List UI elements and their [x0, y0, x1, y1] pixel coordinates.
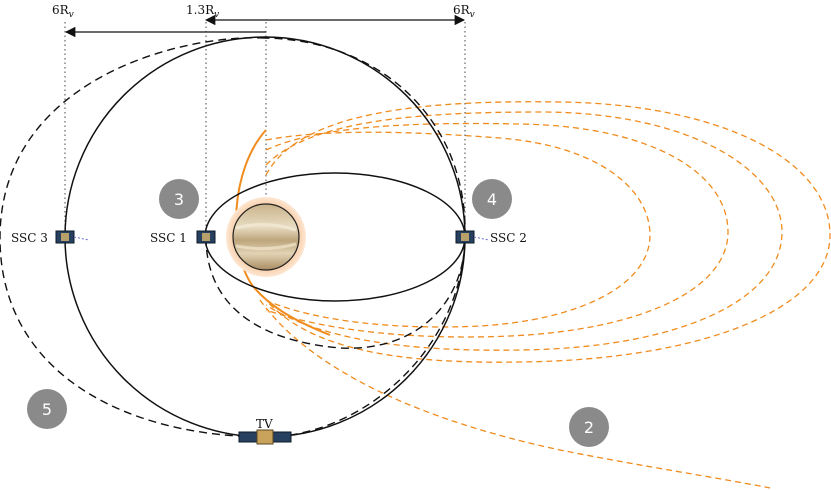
label-ssc3: SSC 3: [11, 231, 48, 245]
orbit-dashed-small: [205, 236, 466, 349]
region-marker-5: 5: [27, 389, 67, 429]
svg-text:3: 3: [174, 190, 184, 209]
transfer-trajectory-escape: [259, 299, 771, 489]
spacecraft-icon-ssc2: [455, 230, 490, 244]
transfer-trajectories: [259, 101, 831, 489]
dimension-label-left: 6Rv: [52, 3, 74, 20]
label-ssc1: SSC 1: [150, 231, 187, 245]
label-tv: TV: [256, 417, 273, 431]
region-marker-4: 4: [472, 179, 512, 219]
transfer-trajectory-3: [265, 122, 729, 338]
transfer-trajectory-outer: [265, 101, 831, 363]
svg-text:2: 2: [584, 418, 594, 437]
region-marker-2: 2: [569, 407, 609, 447]
transfer-trajectory-2: [265, 111, 783, 351]
dimension-label-middle: 1.3Rv: [186, 3, 219, 20]
svg-text:4: 4: [487, 190, 497, 209]
label-ssc2: SSC 2: [490, 231, 527, 245]
transfer-trajectory-4: [265, 131, 651, 328]
dimension-label-right: 6Rv: [453, 3, 475, 20]
planet-icon: [226, 197, 306, 277]
spacecraft-icon-ssc1: [196, 230, 216, 244]
spacecraft-icon-tv: [238, 429, 292, 445]
spacecraft-icon-ssc3: [55, 230, 90, 244]
svg-text:5: 5: [42, 400, 52, 419]
region-marker-3: 3: [159, 179, 199, 219]
transfer-trajectory-solid: [235, 129, 331, 336]
